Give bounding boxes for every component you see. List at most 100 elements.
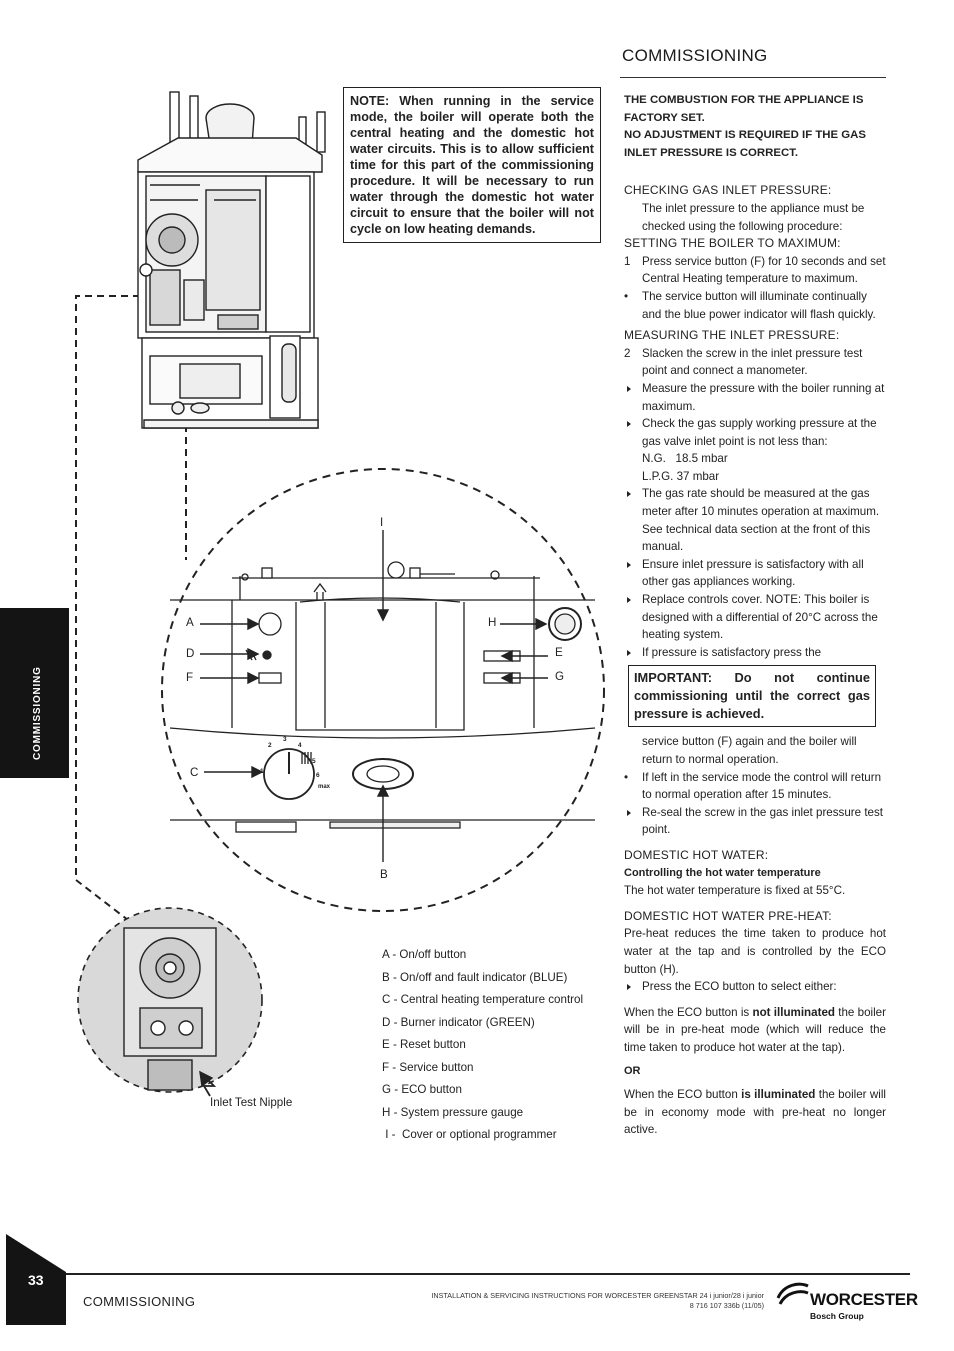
measure-item-d: Ensure inlet pressure is satisfactory wi… (624, 556, 886, 591)
dhw-subheading: Controlling the hot water temperature (624, 866, 821, 879)
triangle-bullet-icon (627, 984, 631, 991)
legend: A - On/off button B - On/off and fault i… (382, 944, 583, 1147)
step-1-bullet-text: The service button will illuminate conti… (642, 289, 876, 321)
preheat-text: Pre-heat reduces the time taken to produ… (624, 927, 886, 976)
legend-item-f: F - Service button (382, 1060, 474, 1074)
dial-label-1: 1 (260, 768, 264, 775)
eco-off-text-a: When the ECO button is (624, 1005, 753, 1019)
eco-on-text-b: is illuminated (741, 1088, 816, 1102)
label-i: I (380, 516, 384, 529)
eco-illuminated: When the ECO button is illuminated the b… (624, 1086, 886, 1139)
legend-item-d: D - Burner indicator (GREEN) (382, 1015, 535, 1029)
measure-item-g: • If left in the service mode the contro… (624, 769, 886, 804)
eco-off-text-b: not illuminated (752, 1005, 835, 1019)
measure-item-e: Replace controls cover. NOTE: This boile… (624, 591, 886, 644)
dial-label-4: 4 (298, 742, 302, 749)
legend-item-g: G - ECO button (382, 1083, 462, 1096)
title-rule (620, 77, 886, 78)
eco-off-text-c: the boiler will be in pre-heat mode (whi… (624, 1005, 886, 1054)
triangle-bullet-icon (627, 561, 631, 568)
note-box: NOTE: When running in the service mode, … (343, 87, 601, 243)
label-b: B (380, 868, 388, 881)
section-title: COMMISSIONING (622, 46, 768, 65)
legend-item-a: A - On/off button (382, 948, 467, 961)
right-column: THE COMBUSTION FOR THE APPLIANCE IS FACT… (624, 92, 886, 1139)
step-2: 2 Slacken the screw in the inlet pressur… (624, 345, 886, 380)
dial-label-max: max (318, 784, 331, 790)
measure-item-g-text: If left in the service mode the control … (642, 770, 882, 802)
intro-factory-set: THE COMBUSTION FOR THE APPLIANCE IS FACT… (624, 94, 864, 124)
dial-label-3: 3 (283, 736, 287, 743)
measure-item-c-text: The gas rate should be measured at the g… (642, 487, 880, 554)
dhw-text: The hot water temperature is fixed at 55… (624, 884, 846, 898)
pressure-ng: N.G. 18.5 mbar (642, 452, 728, 466)
measure-item-a-text: Measure the pressure with the boiler run… (642, 381, 885, 413)
label-c: C (190, 766, 199, 779)
dial-label-2: 2 (268, 742, 272, 749)
measure-item-f-text: If pressure is satisfactory press the (642, 645, 822, 659)
measure-item-f-continued: service button (F) again and the boiler … (642, 735, 857, 766)
important-box: IMPORTANT: Do not continue commissioning… (628, 665, 876, 728)
heading-measuring: MEASURING THE INLET PRESSURE: (624, 328, 840, 343)
step-1-text: Press service button (F) for 10 seconds … (642, 254, 886, 286)
brand-sub: Bosch Group (810, 1311, 864, 1321)
pressure-lpg: L.P.G. 37 mbar (642, 469, 720, 483)
legend-item-i: I - Cover or optional programmer (382, 1128, 557, 1141)
page-number-tab (6, 1234, 66, 1325)
callout-arrows (200, 530, 548, 862)
measure-item-h: Re-seal the screw in the gas inlet press… (624, 804, 886, 839)
footer-rule (66, 1273, 910, 1275)
step-2-number: 2 (624, 346, 631, 360)
side-tab (0, 608, 69, 778)
connector-dashed-1 (75, 295, 140, 921)
gas-valve-illustration (123, 927, 217, 1097)
label-a: A (186, 616, 194, 629)
inlet-test-nipple-caption: Inlet Test Nipple (210, 1096, 293, 1109)
eco-not-illuminated: When the ECO button is not illuminated t… (624, 1004, 886, 1057)
step-1-bullet: • The service button will illuminate con… (624, 288, 886, 323)
step-2-text: Slacken the screw in the inlet pressure … (642, 346, 863, 378)
measure-item-b-text: Check the gas supply working pressure at… (642, 417, 877, 448)
measure-item-c: The gas rate should be measured at the g… (624, 485, 886, 555)
measure-item-b: Check the gas supply working pressure at… (624, 415, 886, 485)
measure-item-a: Measure the pressure with the boiler run… (624, 380, 886, 415)
intro-no-adjustment: NO ADJUSTMENT IS REQUIRED IF THE GAS INL… (624, 129, 866, 159)
boiler-illustration (137, 91, 326, 429)
step-1: 1 Press service button (F) for 10 second… (624, 253, 886, 288)
bullet-mark: • (624, 289, 629, 303)
footer-doc-info: INSTALLATION & SERVICING INSTRUCTIONS FO… (410, 1291, 764, 1311)
bullet-mark: • (624, 770, 629, 784)
triangle-bullet-icon (627, 809, 631, 816)
triangle-bullet-icon (627, 385, 631, 392)
eco-on-text-a: When the ECO button (624, 1088, 742, 1102)
label-h: H (488, 616, 497, 629)
legend-item-b: B - On/off and fault indicator (BLUE) (382, 970, 568, 984)
triangle-bullet-icon (627, 596, 631, 603)
heading-preheat: DOMESTIC HOT WATER PRE-HEAT: (624, 908, 832, 923)
side-tab-label: COMMISSIONING (32, 666, 43, 760)
worcester-logo-icon (776, 1282, 809, 1305)
boiler-diagram (75, 91, 605, 1097)
dial-label-6: 6 (316, 772, 320, 779)
heading-checking: CHECKING GAS INLET PRESSURE: (624, 183, 832, 198)
triangle-bullet-icon (627, 421, 631, 428)
label-d: D (186, 647, 195, 660)
label-f: F (186, 671, 194, 684)
measure-item-e-text: Replace controls cover. NOTE: This boile… (642, 593, 878, 642)
legend-item-c: C - Central heating temperature control (382, 993, 584, 1006)
brand-name: WORCESTER (810, 1290, 918, 1309)
step-1-number: 1 (624, 254, 631, 268)
measure-item-d-text: Ensure inlet pressure is satisfactory wi… (642, 557, 864, 589)
page-number: 33 (28, 1272, 44, 1288)
heading-dhw: DOMESTIC HOT WATER: (624, 847, 769, 862)
detail-circle (161, 468, 605, 912)
measure-item-f: If pressure is satisfactory press the (624, 644, 886, 662)
legend-item-h: H - System pressure gauge (382, 1105, 524, 1119)
heading-setting: SETTING THE BOILER TO MAXIMUM: (624, 236, 841, 251)
label-e: E (555, 646, 563, 659)
eco-on-text-c: the boiler will be in economy mode with … (624, 1088, 886, 1137)
checking-text: The inlet pressure to the appliance must… (642, 201, 865, 233)
footer-doc-line2: 8 716 107 336b (11/05) (689, 1301, 764, 1310)
footer-doc-line1: INSTALLATION & SERVICING INSTRUCTIONS FO… (431, 1291, 764, 1300)
measure-item-h-text: Re-seal the screw in the gas inlet press… (642, 805, 884, 837)
